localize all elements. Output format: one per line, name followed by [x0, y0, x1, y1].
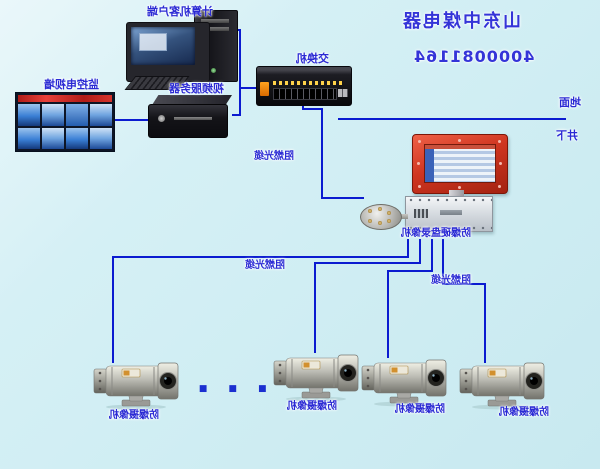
company-name: 山东中煤电器 — [401, 11, 521, 32]
explosion-proof-camera-1 — [93, 362, 179, 410]
fiber-cable-label-2: 阻燃光缆 — [245, 260, 285, 271]
tv-tile — [42, 127, 64, 149]
sfp-ports — [338, 89, 348, 97]
explosion-proof-monitor — [412, 134, 508, 194]
camera-label-1: 防爆摄像机 — [109, 410, 159, 421]
camera-label-3: 防爆摄像机 — [395, 404, 445, 415]
port-leds — [273, 81, 345, 85]
network-switch-device — [256, 66, 352, 106]
computer-client-label: 计算机客户端 — [147, 5, 213, 18]
dvr-label: 防爆硬盘录像机 — [401, 228, 471, 239]
brand-badge — [260, 82, 269, 96]
tv-tile — [90, 104, 112, 126]
surface-label: 地面 — [559, 96, 581, 109]
tv-tile — [18, 127, 40, 149]
wire-dvr-to-camera-1 — [112, 239, 409, 363]
tv-tile — [90, 127, 112, 149]
video-server-label: 视频服务器 — [168, 82, 224, 95]
dvr-enclosure — [405, 196, 493, 232]
explosion-proof-camera-4 — [459, 362, 545, 410]
tv-wall-device — [15, 92, 115, 152]
phone-number: 4000081164 — [413, 47, 535, 66]
computer-client-device — [122, 8, 240, 90]
tv-tile — [42, 104, 64, 126]
video-server-device — [148, 95, 232, 138]
wire-dvr-to-camera-3 — [387, 239, 433, 358]
ethernet-ports — [273, 88, 337, 100]
wire-dvr-to-camera-2 — [314, 239, 421, 353]
camera-label-2: 防爆摄像机 — [287, 401, 337, 412]
switch-label: 交换机 — [295, 52, 329, 65]
round-junction-device — [360, 202, 408, 232]
fiber-cable-label-1: 阻燃光缆 — [254, 151, 294, 162]
fiber-cable-label-3: 阻燃光缆 — [431, 275, 471, 286]
ellipsis-dots: ■ ■ ■ — [190, 384, 267, 394]
power-led — [211, 68, 216, 73]
pc-monitor — [126, 22, 210, 82]
tv-wall-banner — [18, 95, 112, 102]
explosion-proof-camera-2 — [273, 354, 359, 402]
monitor-stand — [449, 190, 464, 199]
tv-tile — [66, 104, 88, 126]
monitor-screen — [424, 144, 496, 183]
camera-label-4: 防爆摄像机 — [499, 407, 549, 418]
wire-switch-to-dvr — [302, 104, 364, 199]
underground-label: 井下 — [556, 129, 578, 142]
tv-tile — [18, 104, 40, 126]
frame-bolts — [418, 140, 421, 143]
explosion-proof-camera-3 — [361, 359, 447, 407]
tv-wall-label: 监控电视墙 — [43, 78, 99, 91]
wire-dvr-to-camera-4 — [442, 239, 486, 363]
tv-tile — [66, 127, 88, 149]
